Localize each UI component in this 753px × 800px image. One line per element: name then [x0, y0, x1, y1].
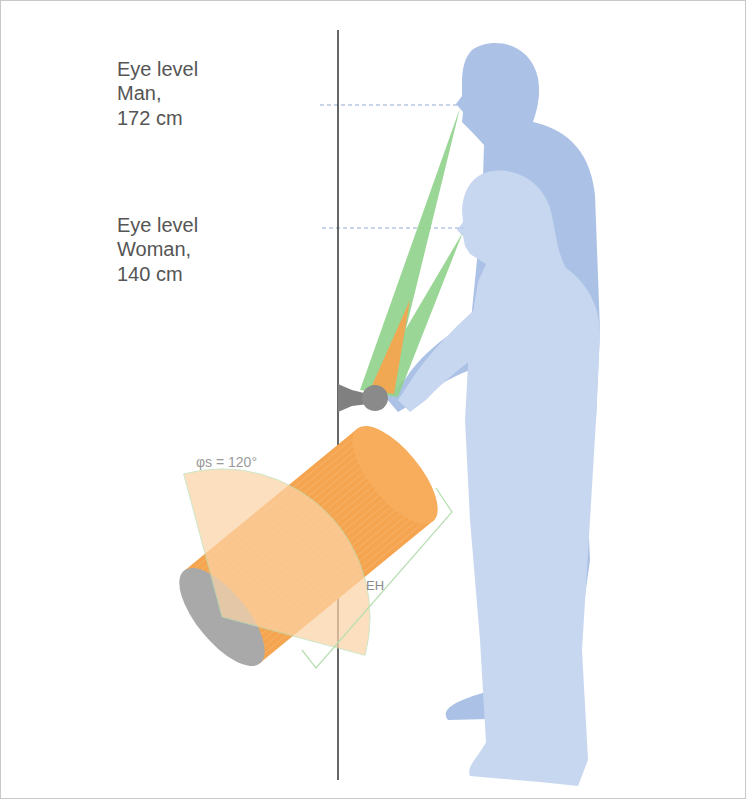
woman-silhouette: [398, 171, 600, 786]
light-cylinder: [165, 413, 453, 679]
eye-level-label: Eye level Man, 172 cm: [117, 57, 198, 130]
dimension-label: EH: [366, 578, 384, 594]
beam-angle-sector: [184, 469, 370, 655]
light-cone: [370, 300, 410, 394]
sight-cone: [368, 232, 463, 397]
door-handle: [338, 384, 388, 412]
dimension-bracket: [302, 488, 452, 668]
eye-level-line: [320, 104, 460, 105]
angle-label: φs = 120°: [196, 454, 257, 471]
eye-level-line: [322, 227, 463, 228]
eye-level-label: Eye level Woman, 140 cm: [117, 213, 198, 286]
